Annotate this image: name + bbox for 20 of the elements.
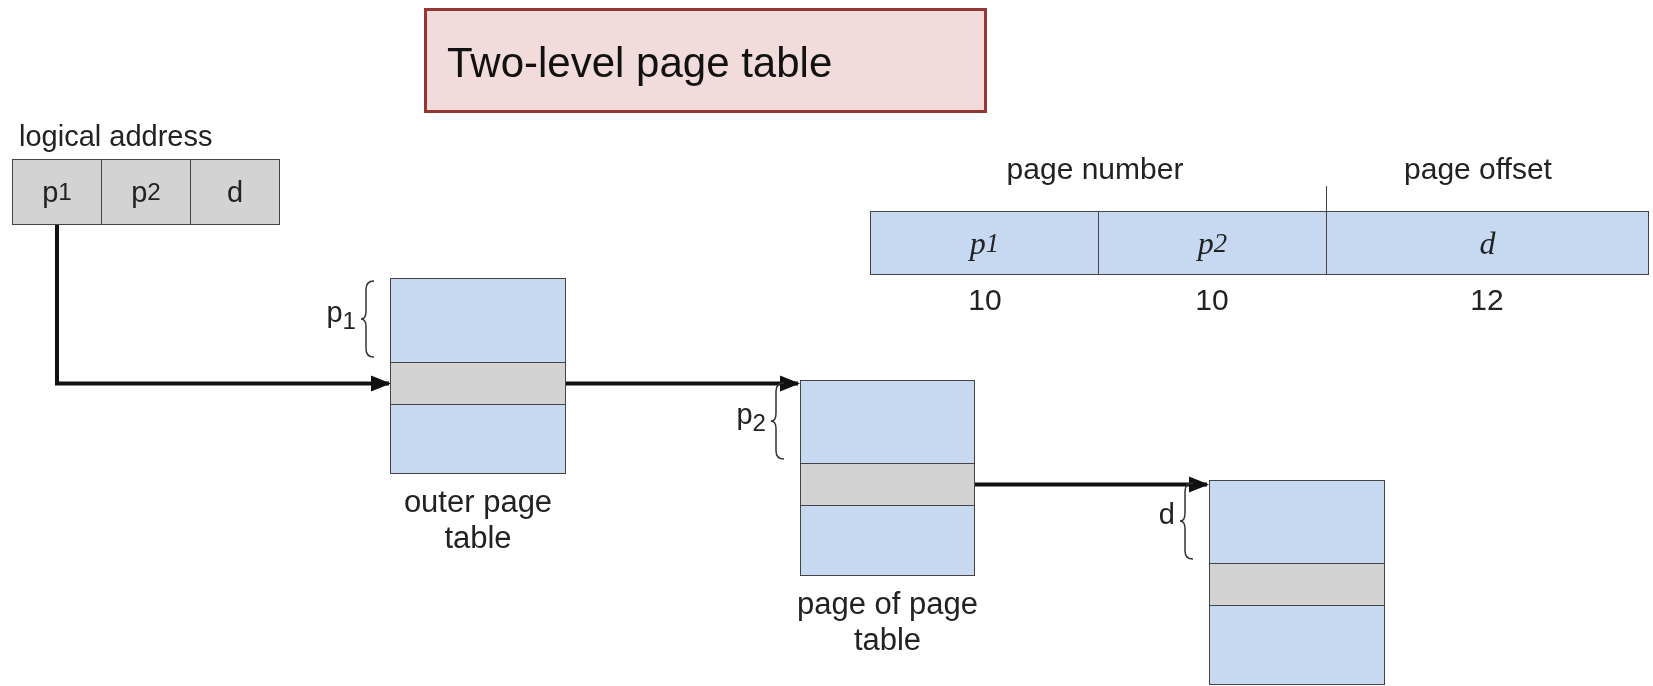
bit-field: d [1326,211,1649,275]
offset-label: p$_{1}$ [326,296,356,335]
table-caption: outer page table [402,484,554,556]
table-caption: page of page table [796,586,979,658]
field-heading: page offset [1403,152,1553,186]
address-field: d [190,159,280,225]
table-entry [391,362,565,405]
bit-count: 10 [1194,283,1230,317]
arrow [974,476,1209,493]
arrow [55,225,391,392]
offset-label: p$_{2}$ [736,398,766,437]
table-entry [1210,563,1384,606]
field-heading: page number [1005,152,1185,186]
arrow [565,375,800,392]
bit-count: 12 [1469,283,1505,317]
heading-label: logical address [19,120,213,153]
offset-label: d [1158,498,1175,531]
title-text: Two-level page table [447,39,833,87]
table-entry [801,463,974,506]
bit-count: 10 [967,283,1003,317]
